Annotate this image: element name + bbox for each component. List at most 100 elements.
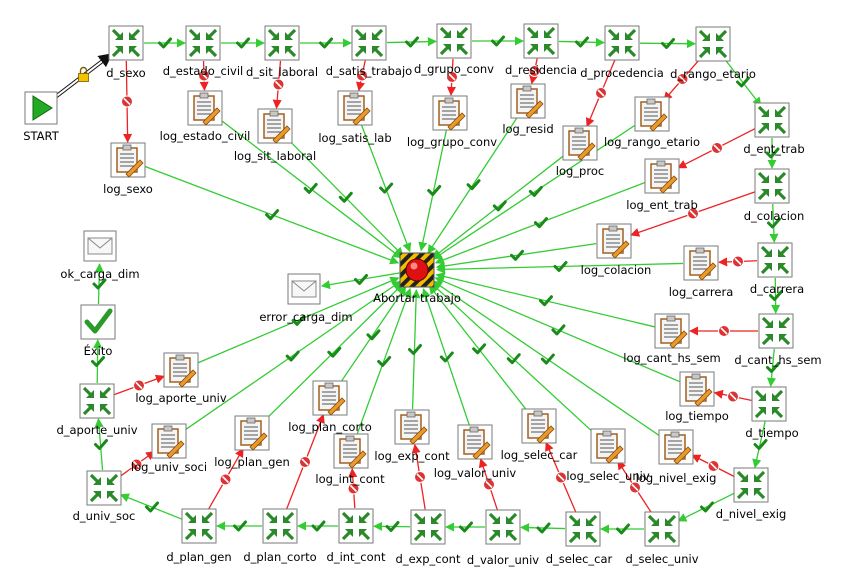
entry-log-aporte-univ[interactable]: log_aporte_univ bbox=[135, 352, 227, 405]
start-entry[interactable]: START bbox=[23, 91, 60, 143]
hop-log_estado_civil-to-abort[interactable] bbox=[218, 118, 402, 259]
hop-d_valor_univ-to-log_valor_univ[interactable] bbox=[478, 458, 498, 511]
entry-d-ent-trab[interactable]: d_ent_trab bbox=[743, 102, 805, 156]
hop-d_plan_gen-to-log_plan_gen[interactable] bbox=[207, 447, 244, 511]
entry-log-valor-univ[interactable]: log_valor_univ bbox=[434, 424, 517, 480]
hop-d_rango_etario-to-log_rango_etario[interactable] bbox=[663, 57, 702, 102]
hop-d_sexo-to-log_sexo[interactable] bbox=[121, 60, 133, 143]
hop-log_carrera-to-abort[interactable] bbox=[436, 260, 684, 274]
hop-d_int_cont-to-log_int_cont[interactable] bbox=[347, 468, 360, 509]
entry-d-tiempo[interactable]: d_tiempo bbox=[745, 386, 799, 440]
hop-log_proc-to-abort[interactable] bbox=[432, 153, 567, 259]
hop-log_grupo_conv-to-abort[interactable] bbox=[418, 130, 447, 252]
hop-d_univ_soc-to-log_univ_soci[interactable] bbox=[118, 451, 156, 478]
hop-abort-to-error_carga_dim[interactable] bbox=[320, 272, 400, 290]
hop-d_aporte_univ-to-log_aporte_univ[interactable] bbox=[113, 374, 165, 396]
hop-d_int_cont-to-d_plan_corto[interactable] bbox=[297, 520, 338, 532]
hop-log_sexo-to-abort[interactable] bbox=[144, 165, 400, 265]
entry-log-sexo[interactable]: log_sexo bbox=[103, 142, 153, 196]
entry-ok-carga-dim[interactable]: ok_carga_dim bbox=[60, 230, 140, 281]
entry-d-plan-gen[interactable]: d_plan_gen bbox=[166, 508, 232, 564]
hop-d_univ_soc-to-d_aporte_univ[interactable] bbox=[94, 418, 108, 471]
hop-d_plan_gen-to-d_univ_soc[interactable] bbox=[119, 493, 183, 520]
hop-log_valor_univ-to-abort[interactable] bbox=[421, 288, 470, 426]
entry-d-satis-trabajo[interactable]: d_satis_trabajo bbox=[326, 25, 412, 78]
hop-d_tiempo-to-log_tiempo[interactable] bbox=[713, 389, 752, 403]
hop-d_selec_univ-to-log_selec_univ[interactable] bbox=[617, 460, 653, 515]
hop-log_plan_gen-to-abort[interactable] bbox=[264, 283, 404, 421]
hop-log_aporte_univ-to-abort[interactable] bbox=[197, 276, 400, 364]
entry-log-satis-lab[interactable]: log_satis_lab bbox=[318, 90, 392, 145]
hop-d_nivel_exig-to-d_selec_univ[interactable] bbox=[677, 492, 736, 522]
hop-d_procedencia-to-d_rango_etario[interactable] bbox=[639, 38, 696, 49]
entry-log-ent-trab[interactable]: log_ent_trab bbox=[626, 158, 698, 212]
entry-log-exp-cont[interactable]: log_exp_cont bbox=[374, 409, 450, 463]
entry-log-int-cont[interactable]: log_int_cont bbox=[315, 433, 385, 486]
entry-log-selec-univ[interactable]: log_selec_univ bbox=[566, 428, 650, 483]
hop-d_plan_corto-to-d_plan_gen[interactable] bbox=[216, 520, 262, 532]
hop-d_grupo_conv-to-d_residencia[interactable] bbox=[472, 35, 524, 47]
hop-start-to-d_sexo[interactable] bbox=[53, 51, 114, 100]
entry-log-grupo-conv[interactable]: log_grupo_conv bbox=[407, 95, 497, 149]
hop-d_ent_trab-to-d_colacion[interactable] bbox=[765, 138, 780, 169]
entry-d-residencia[interactable]: d_residencia bbox=[505, 23, 577, 77]
hop-d_rango_etario-to-d_ent_trab[interactable] bbox=[723, 57, 762, 107]
entry-log-resid[interactable]: log_resid bbox=[502, 83, 554, 136]
hop-log_univ_soci-to-abort[interactable] bbox=[183, 280, 402, 432]
entry-log-colacion[interactable]: log_colacion bbox=[581, 223, 652, 277]
entry-log-univ-soci[interactable]: log_univ_soci bbox=[131, 423, 207, 474]
hop-d_carrera-to-log_carrera[interactable] bbox=[718, 255, 758, 268]
hop-d_exp_cont-to-d_int_cont[interactable] bbox=[373, 521, 411, 532]
hop-d_selec_univ-to-d_selec_car[interactable] bbox=[600, 523, 644, 535]
hop-log_nivel_exig-to-abort[interactable] bbox=[432, 280, 662, 438]
hop-d_residencia-to-d_procedencia[interactable] bbox=[558, 36, 605, 48]
entry-log-plan-corto[interactable]: log_plan_corto bbox=[288, 380, 372, 434]
hop-log_rango_etario-to-abort[interactable] bbox=[432, 123, 638, 260]
hop-log_ent_trab-to-abort[interactable] bbox=[434, 181, 646, 265]
entry-d-cant-hs-sem[interactable]: d_cant_hs_sem bbox=[734, 313, 822, 367]
hop-log_tiempo-to-abort[interactable] bbox=[434, 276, 681, 383]
hop-d_exp_cont-to-log_exp_cont[interactable] bbox=[411, 443, 426, 510]
entry-d-sit-laboral[interactable]: d_sit_laboral bbox=[246, 25, 318, 79]
hop-d_ent_trab-to-log_ent_trab[interactable] bbox=[677, 127, 757, 169]
hop-log_colacion-to-abort[interactable] bbox=[435, 242, 597, 271]
entry-d-selec-car[interactable]: d_selec_car bbox=[546, 511, 613, 566]
entry-d-colacion[interactable]: d_colacion bbox=[744, 168, 805, 223]
hop-log_selec_car-to-abort[interactable] bbox=[428, 285, 529, 413]
entry-error-carga-dim[interactable]: error_carga_dim bbox=[259, 273, 353, 324]
entry-d-exp-cont[interactable]: d_exp_cont bbox=[396, 509, 461, 566]
hop-log_exp_cont-to-abort[interactable] bbox=[407, 289, 422, 410]
hop-d_nivel_exig-to-log_nivel_exig[interactable] bbox=[691, 454, 736, 478]
hop-d_carrera-to-d_cant_hs_sem[interactable] bbox=[769, 277, 783, 314]
hop-log_resid-to-abort[interactable] bbox=[427, 115, 519, 255]
entry-d-int-cont[interactable]: d_int_cont bbox=[327, 508, 386, 564]
hop-d_satis_trabajo-to-log_satis_lab[interactable] bbox=[356, 60, 368, 92]
entry-log-nivel-exig[interactable]: log_nivel_exig bbox=[636, 429, 717, 485]
entry-log-plan-gen[interactable]: log_plan_gen bbox=[214, 415, 290, 469]
hop-d_colacion-to-log_colacion[interactable] bbox=[630, 191, 756, 237]
entry-log-estado-civil[interactable]: log_estado_civil bbox=[160, 90, 251, 143]
hop-log_satis_lab-to-abort[interactable] bbox=[360, 124, 412, 253]
entry-d-plan-corto[interactable]: d_plan_corto bbox=[243, 508, 317, 564]
hop-exito-to-ok_carga_dim[interactable] bbox=[92, 263, 107, 305]
hop-log_selec_univ-to-abort[interactable] bbox=[431, 282, 596, 435]
entry-d-rango-etario[interactable]: d_rango_etario bbox=[670, 26, 756, 81]
entry-exito[interactable]: Éxito bbox=[80, 304, 116, 358]
abortar-trabajo-entry[interactable]: Abortar trabajo bbox=[373, 252, 461, 305]
entry-d-aporte-univ[interactable]: d_aporte_univ bbox=[56, 383, 138, 437]
hop-d_valor_univ-to-d_exp_cont[interactable] bbox=[445, 521, 485, 533]
entry-d-nivel-exig[interactable]: d_nivel_exig bbox=[716, 467, 787, 521]
entry-log-proc[interactable]: log_proc bbox=[556, 125, 604, 178]
hop-d_estado_civil-to-log_estado_civil[interactable] bbox=[198, 60, 210, 91]
entry-log-tiempo[interactable]: log_tiempo bbox=[665, 371, 729, 423]
hop-d_plan_corto-to-log_plan_corto[interactable] bbox=[285, 413, 325, 510]
hop-d_sit_laboral-to-log_sit_laboral[interactable] bbox=[272, 60, 285, 109]
hop-log_plan_corto-to-abort[interactable] bbox=[339, 285, 407, 384]
hop-d_cant_hs_sem-to-log_cant_hs_sem[interactable] bbox=[689, 325, 758, 337]
entry-d-valor-univ[interactable]: d_valor_univ bbox=[467, 509, 539, 567]
hop-d_aporte_univ-to-exito[interactable] bbox=[91, 339, 105, 384]
entry-d-procedencia[interactable]: d_procedencia bbox=[580, 25, 664, 80]
entry-log-cant-hs-sem[interactable]: log_cant_hs_sem bbox=[623, 313, 721, 365]
hop-d_colacion-to-d_carrera[interactable] bbox=[767, 203, 781, 243]
